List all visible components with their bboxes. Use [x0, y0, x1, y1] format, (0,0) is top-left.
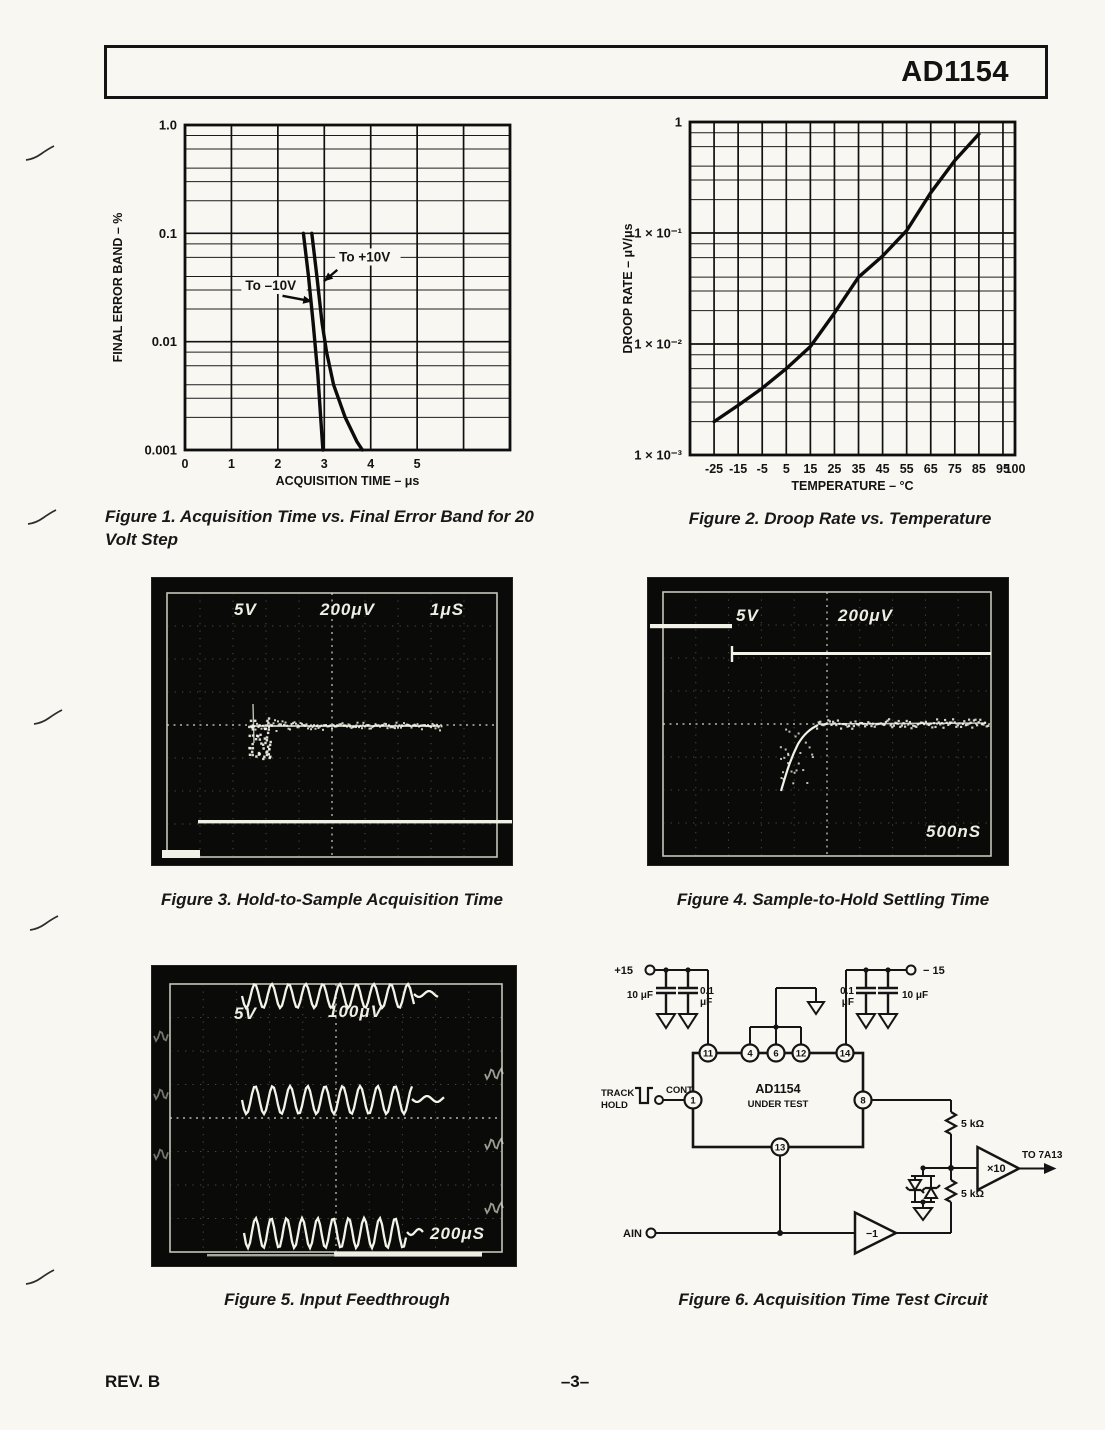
svg-text:1: 1: [228, 457, 235, 471]
figure3-caption: Figure 3. Hold-to-Sample Acquisition Tim…: [161, 890, 503, 909]
track-label: TRACK: [601, 1088, 634, 1099]
figure2-caption: Figure 2. Droop Rate vs. Temperature: [688, 509, 992, 528]
svg-text:1.0: 1.0: [159, 118, 177, 133]
figure5-scope-traces: [153, 981, 504, 1257]
svg-text:5: 5: [783, 462, 790, 476]
figure3-scope-traces: [162, 592, 512, 858]
svg-text:55: 55: [900, 462, 914, 476]
figure3-scope-photo: 5V 200μV 1μS: [152, 578, 512, 865]
svg-text:1 × 10⁻³: 1 × 10⁻³: [634, 448, 682, 463]
under-test-label: UNDER TEST: [748, 1099, 809, 1110]
pin-4-label: 4: [747, 1049, 753, 1060]
margin-mark: [25, 145, 55, 161]
figure4-scope-traces: [650, 591, 992, 857]
header-box: AD1154: [104, 45, 1048, 99]
part-number: AD1154: [901, 55, 1009, 88]
figure4-caption: Figure 4. Sample-to-Hold Settling Time: [676, 890, 990, 909]
pin-11-label: 11: [703, 1049, 714, 1060]
svg-text:75: 75: [948, 462, 962, 476]
svg-text:35: 35: [852, 462, 866, 476]
figure4-microvolt-label: 200μV: [838, 606, 893, 625]
svg-text:FINAL ERROR BAND – %: FINAL ERROR BAND – %: [111, 213, 125, 363]
cap3-label: 0.1: [840, 986, 854, 997]
figure5-caption: Figure 5. Input Feedthrough: [224, 1290, 450, 1309]
margin-mark: [27, 509, 57, 525]
figure6-test-circuit: +15 − 15 10 μF 0.1 μF 0.1 μF 10 μF TRACK…: [601, 964, 1063, 1256]
svg-text:25: 25: [827, 462, 841, 476]
cap1-label: 10 μF: [627, 990, 653, 1001]
svg-text:1 × 10⁻²: 1 × 10⁻²: [634, 337, 682, 352]
svg-text:TEMPERATURE – °C: TEMPERATURE – °C: [791, 479, 913, 493]
cap3-unit: μF: [842, 997, 854, 1008]
svg-text:85: 85: [972, 462, 986, 476]
pin-13-label: 13: [775, 1143, 786, 1154]
svg-text:-25: -25: [705, 462, 723, 476]
vplus-label: +15: [614, 965, 633, 977]
x10-gain-label: ×10: [987, 1163, 1006, 1175]
figure5-timebase-label: 200μS: [430, 1224, 485, 1243]
svg-text:2: 2: [274, 457, 281, 471]
inverter-gain-label: −1: [866, 1228, 878, 1240]
ain-label: AIN: [623, 1228, 642, 1240]
vminus-label: − 15: [923, 965, 945, 977]
figure5-volt-label: 5V: [234, 1004, 257, 1023]
device-name-label: AD1154: [755, 1082, 800, 1096]
cap2-label: 0.1: [700, 986, 714, 997]
cap2-unit: μF: [700, 997, 712, 1008]
figure4-volt-label: 5V: [736, 606, 759, 625]
svg-text:-5: -5: [757, 462, 768, 476]
svg-text:DROOP RATE – μV/μs: DROOP RATE – μV/μs: [621, 223, 635, 353]
cont-label: CONT: [666, 1085, 693, 1096]
pin-12-label: 12: [796, 1049, 807, 1060]
margin-mark: [25, 1269, 55, 1285]
svg-text:95: 95: [996, 462, 1010, 476]
svg-text:15: 15: [803, 462, 817, 476]
output-dest-label: TO 7A13: [1022, 1150, 1063, 1161]
figure1-caption: Figure 1. Acquisition Time vs. Final Err…: [105, 507, 534, 549]
figure3-volt-label: 5V: [234, 600, 257, 619]
figure5-microvolt-label: 100μV: [328, 1002, 383, 1021]
margin-mark: [29, 915, 59, 931]
svg-text:0: 0: [182, 457, 189, 471]
svg-text:5: 5: [414, 457, 421, 471]
svg-text:45: 45: [876, 462, 890, 476]
svg-text:To –10V: To –10V: [245, 278, 296, 293]
footer-page-number: –3–: [560, 1372, 590, 1391]
figure4-timebase-label: 500nS: [926, 822, 982, 841]
pin-8-label: 8: [860, 1096, 865, 1107]
svg-text:65: 65: [924, 462, 938, 476]
svg-text:0.1: 0.1: [159, 226, 177, 241]
svg-text:0.001: 0.001: [144, 443, 177, 458]
figure3-timebase-label: 1μS: [430, 600, 465, 619]
svg-text:To +10V: To +10V: [339, 249, 390, 264]
svg-text:-15: -15: [729, 462, 747, 476]
svg-text:1 × 10⁻¹: 1 × 10⁻¹: [634, 226, 682, 241]
footer-revision: REV. B: [105, 1372, 161, 1391]
figure3-microvolt-label: 200μV: [320, 600, 375, 619]
hold-label: HOLD: [601, 1100, 628, 1111]
figure6-caption: Figure 6. Acquisition Time Test Circuit: [678, 1290, 988, 1309]
resistor2-label: 5 kΩ: [961, 1188, 984, 1200]
pin-14-label: 14: [840, 1049, 851, 1060]
cap4-label: 10 μF: [902, 990, 928, 1001]
resistor1-label: 5 kΩ: [961, 1118, 984, 1130]
svg-text:ACQUISITION TIME – μs: ACQUISITION TIME – μs: [276, 474, 420, 488]
svg-text:1: 1: [675, 115, 682, 130]
pin-1-label: 1: [690, 1096, 696, 1107]
figure5-scope-photo: 5V 100μV 200μS: [152, 966, 516, 1266]
margin-mark: [33, 709, 63, 725]
figure4-scope-photo: 5V 200μV 500nS: [648, 578, 1008, 865]
svg-text:3: 3: [321, 457, 328, 471]
svg-text:0.01: 0.01: [152, 334, 177, 349]
svg-text:4: 4: [367, 457, 374, 471]
pin-6-label: 6: [773, 1049, 778, 1060]
svg-text:100: 100: [1005, 462, 1026, 476]
